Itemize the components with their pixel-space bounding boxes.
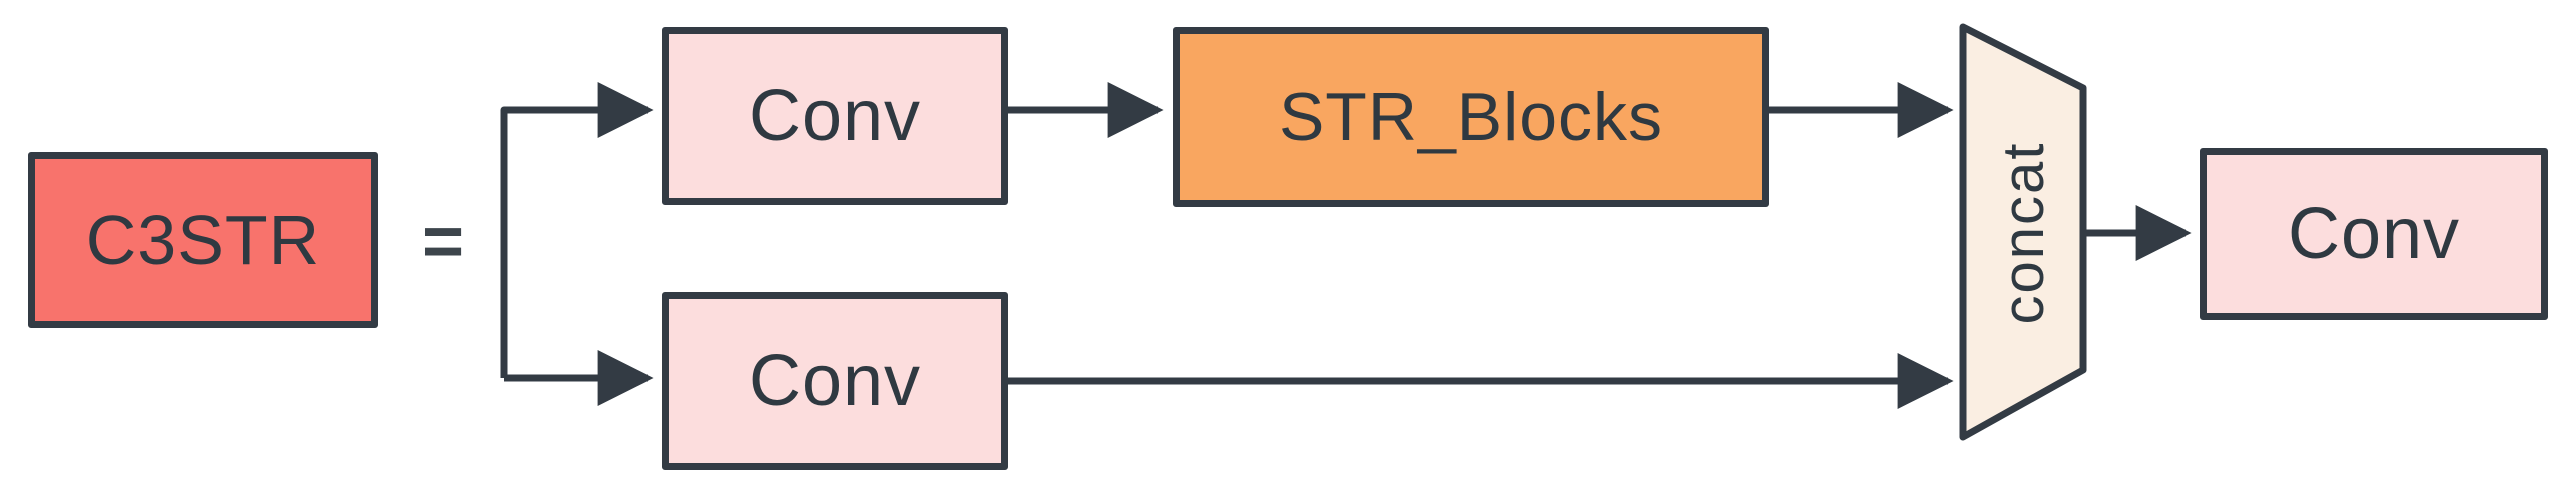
str-blocks-label: STR_Blocks (1278, 79, 1664, 155)
equals-sign: = (398, 198, 488, 286)
concat-trapezoid (1959, 23, 2087, 441)
conv-output-block: Conv (2200, 148, 2548, 320)
equals-label: = (421, 202, 465, 282)
conv-top-label: Conv (748, 76, 922, 156)
conv-bottom-block: Conv (662, 292, 1008, 470)
conv-top-block: Conv (662, 27, 1008, 205)
c3str-block: C3STR (28, 152, 378, 328)
c3str-label: C3STR (85, 201, 321, 279)
conv-bottom-label: Conv (748, 341, 922, 421)
concat-label: concat (1990, 141, 2056, 325)
str-blocks-block: STR_Blocks (1173, 27, 1769, 207)
conv-output-label: Conv (2287, 194, 2461, 274)
connector-branch-split-top (500, 82, 654, 378)
